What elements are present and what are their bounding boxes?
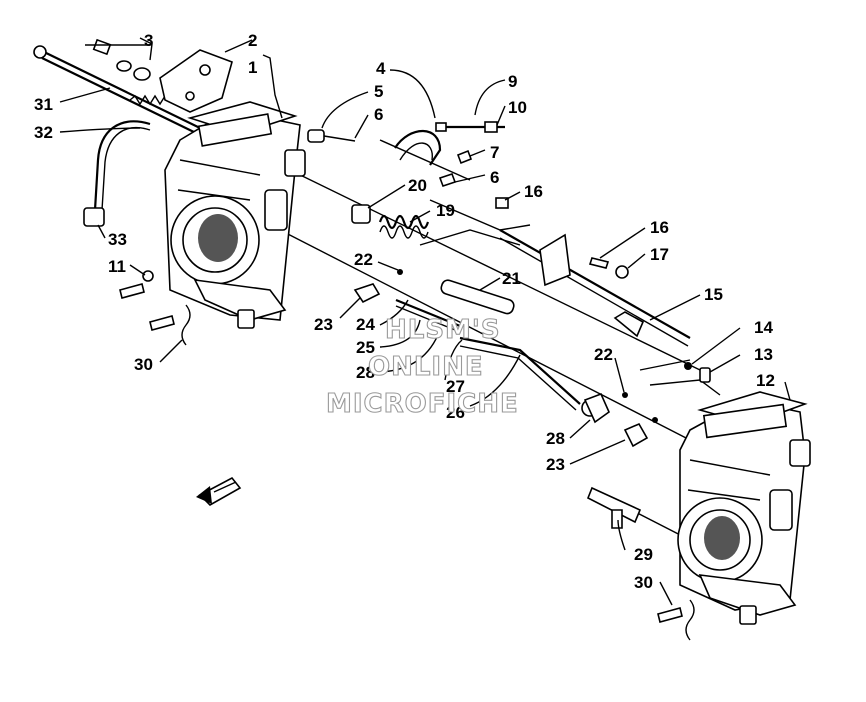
callout-11: 11 bbox=[108, 257, 126, 276]
callout-3: 3 bbox=[144, 31, 153, 50]
callout-25: 25 bbox=[356, 338, 375, 357]
callout-5: 5 bbox=[374, 82, 383, 101]
callout-22-lower: 22 bbox=[594, 345, 613, 364]
watermark: HLSM'S ONLINE MICROFICHE bbox=[325, 314, 519, 419]
callout-2: 2 bbox=[248, 31, 257, 50]
callout-10: 10 bbox=[508, 98, 527, 117]
watermark-line-1: HLSM'S bbox=[385, 315, 501, 345]
front-arrow-icon bbox=[196, 476, 242, 506]
callout-19: 19 bbox=[436, 201, 455, 220]
callout-17: 17 bbox=[650, 245, 669, 264]
callout-21: 21 bbox=[502, 269, 521, 288]
fuel-line bbox=[83, 120, 151, 227]
throttle-rod bbox=[33, 45, 201, 135]
callout-30-left: 30 bbox=[134, 355, 153, 374]
callout-1: 1 bbox=[248, 58, 257, 77]
return-spring bbox=[351, 204, 430, 239]
watermark-line-2: ONLINE bbox=[368, 352, 484, 382]
callout-23-lower: 23 bbox=[546, 455, 565, 474]
callout-14: 14 bbox=[754, 318, 773, 337]
choke-linkage bbox=[307, 121, 505, 188]
callout-22-upper: 22 bbox=[354, 250, 373, 269]
right-small-parts bbox=[586, 362, 711, 641]
callout-12: 12 bbox=[756, 371, 775, 390]
callout-29: 29 bbox=[634, 545, 653, 564]
callout-32: 32 bbox=[34, 123, 53, 142]
carburetor-right bbox=[677, 391, 811, 625]
callout-27: 27 bbox=[446, 377, 465, 396]
sync-rod bbox=[440, 279, 515, 315]
callout-23-upper: 23 bbox=[314, 315, 333, 334]
callout-16-lower: 16 bbox=[650, 218, 669, 237]
callout-9: 9 bbox=[508, 72, 517, 91]
callout-24: 24 bbox=[356, 315, 375, 334]
callout-7: 7 bbox=[490, 143, 499, 162]
callout-6-lower: 6 bbox=[490, 168, 499, 187]
left-small-parts bbox=[119, 270, 191, 346]
callout-20: 20 bbox=[408, 176, 427, 195]
callout-31: 31 bbox=[34, 95, 53, 114]
hardware-screws-washers bbox=[85, 38, 151, 81]
callout-33: 33 bbox=[108, 230, 127, 249]
callout-28-lower: 28 bbox=[546, 429, 565, 448]
carburetor-left bbox=[164, 101, 306, 329]
callout-30-right: 30 bbox=[634, 573, 653, 592]
callout-13: 13 bbox=[754, 345, 773, 364]
callout-16-upper: 16 bbox=[524, 182, 543, 201]
callout-4: 4 bbox=[376, 59, 386, 78]
callout-15: 15 bbox=[704, 285, 723, 304]
watermark-line-3: MICROFICHE bbox=[326, 389, 519, 419]
callout-numbers: 1 2 3 4 5 6 6 7 9 10 11 12 13 14 15 16 1… bbox=[34, 31, 775, 592]
callout-26: 26 bbox=[446, 403, 465, 422]
callout-leader-lines bbox=[59, 37, 791, 606]
callout-6-upper: 6 bbox=[374, 105, 383, 124]
callout-28-upper: 28 bbox=[356, 363, 375, 382]
throttle-cam-shaft bbox=[495, 197, 691, 347]
mounting-bracket bbox=[159, 49, 233, 113]
